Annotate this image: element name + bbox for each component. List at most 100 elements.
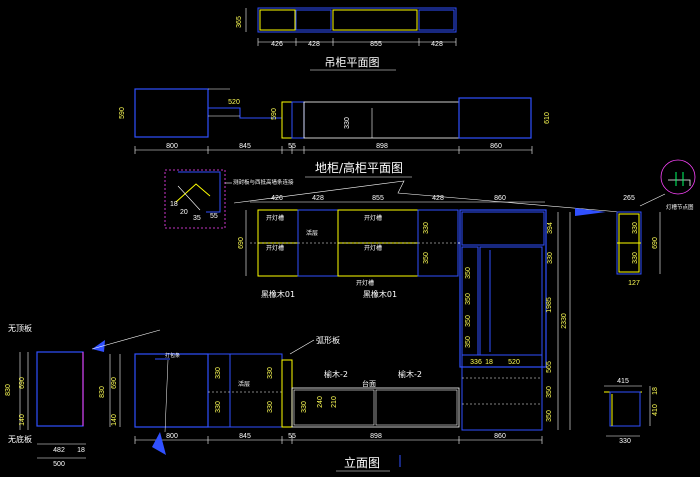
upper-label-5: 开灯槽 — [356, 279, 374, 287]
lower-label-shelf: 活层 — [238, 380, 250, 388]
molding-label-1: 黑橡木01 — [261, 289, 295, 299]
side-height-1: 830 — [5, 384, 12, 396]
corner-dim-3: 55 — [210, 213, 218, 220]
wall-plan-dim-4: 428 — [431, 41, 443, 48]
wall-cabinet-plan — [245, 7, 457, 46]
tall-height-1: 1985 — [546, 297, 553, 313]
wall-plan-title: 吊柜平面图 — [325, 56, 380, 69]
tall-width-3: 520 — [508, 359, 520, 366]
lower-height-5: 330 — [215, 401, 222, 413]
lower-label-wood-2: 榆木-2 — [398, 369, 422, 379]
upper-label-4: 开灯槽 — [364, 244, 382, 252]
upper-label-1: 开灯槽 — [266, 214, 284, 222]
lower-height-2: 690 — [111, 377, 118, 389]
upper-label-2: 开灯槽 — [266, 244, 284, 252]
lower-width-2: 845 — [239, 433, 251, 440]
elevation-title: 立面图 — [344, 455, 380, 470]
floor-plan-dim-4: 898 — [376, 143, 388, 150]
lower-height-7: 330 — [267, 401, 274, 413]
lower-label-wood-1: 榆木-2 — [324, 369, 348, 379]
side-width-1: 482 — [53, 447, 65, 454]
light-trough-width: 265 — [623, 195, 635, 202]
upper-dim-2: 428 — [312, 195, 324, 202]
lower-label-counter: 台面 — [362, 379, 376, 388]
lower-label-strip: 打包条 — [165, 352, 180, 359]
upper-height-1: 690 — [238, 237, 245, 249]
light-trough-h3: 690 — [652, 237, 659, 249]
side-width-3: 500 — [53, 461, 65, 468]
light-trough-detail — [616, 159, 696, 275]
upper-height-2: 330 — [423, 222, 430, 234]
lower-label-arc: 弧形板 — [316, 335, 340, 345]
lower-height-6: 330 — [267, 367, 274, 379]
tall-height-3: 565 — [546, 361, 553, 373]
lower-height-10: 210 — [331, 396, 338, 408]
upper-shelf-label: 活层 — [306, 229, 318, 237]
floor-plan-height-5: 610 — [544, 112, 551, 124]
tall-shelf-4: 350 — [465, 336, 472, 348]
tall-shelf-3: 350 — [465, 315, 472, 327]
upper-label-3: 开灯槽 — [364, 214, 382, 222]
wall-plan-dim-1: 426 — [271, 41, 283, 48]
corner-detail — [164, 169, 232, 229]
light-trough-h1: 330 — [632, 222, 639, 234]
lower-width-5: 860 — [494, 433, 506, 440]
lower-height-3: 140 — [111, 414, 118, 426]
wall-plan-depth: 365 — [236, 16, 243, 28]
tall-shelf-2: 350 — [465, 293, 472, 305]
lower-height-4: 330 — [215, 367, 222, 379]
lower-width-4: 898 — [370, 433, 382, 440]
light-trough-h2: 330 — [632, 252, 639, 264]
upper-height-5: 330 — [547, 252, 554, 264]
floor-plan-height-3: 590 — [271, 108, 278, 120]
floor-plan-dim-1: 800 — [166, 143, 178, 150]
floor-plan-dim-3: 55 — [288, 143, 296, 150]
small-height-1: 18 — [652, 387, 659, 395]
small-right-elevation — [604, 385, 651, 437]
upper-dim-4: 428 — [432, 195, 444, 202]
upper-dim-1: 426 — [271, 195, 283, 202]
tall-height-5: 350 — [546, 410, 553, 422]
wall-plan-dim-3: 855 — [370, 41, 382, 48]
upper-elevation — [245, 201, 547, 368]
side-bottom-label: 无底板 — [8, 434, 32, 444]
tall-height-4: 350 — [546, 386, 553, 398]
upper-height-3: 350 — [423, 252, 430, 264]
side-height-3: 140 — [19, 414, 26, 426]
lower-width-3: 55 — [288, 433, 296, 440]
lower-height-9: 240 — [317, 396, 324, 408]
tall-cabinet — [461, 212, 571, 431]
floor-plan-dim-2: 845 — [239, 143, 251, 150]
side-height-2: 690 — [19, 377, 26, 389]
lower-elevation — [109, 339, 543, 467]
wall-plan-dim-2: 428 — [308, 41, 320, 48]
side-width-2: 18 — [77, 447, 85, 454]
floor-plan-title: 地柜/高柜平面图 — [315, 160, 403, 175]
tall-width-2: 18 — [485, 359, 493, 366]
corner-dim-1: 20 — [180, 209, 188, 216]
tall-height-2: 2330 — [561, 313, 568, 329]
floor-plan-dim-5: 860 — [490, 143, 502, 150]
floor-plan-height-4: 330 — [344, 117, 351, 129]
corner-dim-2: 35 — [193, 215, 201, 222]
floor-plan-height-1: 590 — [119, 107, 126, 119]
upper-dim-5: 860 — [494, 195, 506, 202]
tall-shelf-1: 350 — [465, 267, 472, 279]
small-width-top: 415 — [617, 378, 629, 385]
upper-height-4: 394 — [547, 222, 554, 234]
lower-height-8: 330 — [301, 401, 308, 413]
light-trough-bottom: 127 — [628, 280, 640, 287]
small-width-bottom: 330 — [619, 438, 631, 445]
molding-label-2: 黑橡木01 — [363, 289, 397, 299]
lower-width-1: 800 — [166, 433, 178, 440]
corner-note: 测封板与西抵高墙条连接 — [233, 178, 294, 186]
floor-cabinet-plan — [134, 88, 533, 154]
small-height-2: 410 — [652, 404, 659, 416]
corner-dim-4: 18 — [170, 201, 178, 208]
tall-width-1: 336 — [470, 359, 482, 366]
lower-height-1: 830 — [99, 386, 106, 398]
upper-dim-3: 855 — [372, 195, 384, 202]
floor-plan-height-2: 520 — [228, 99, 240, 106]
side-top-label: 无顶板 — [8, 323, 32, 333]
